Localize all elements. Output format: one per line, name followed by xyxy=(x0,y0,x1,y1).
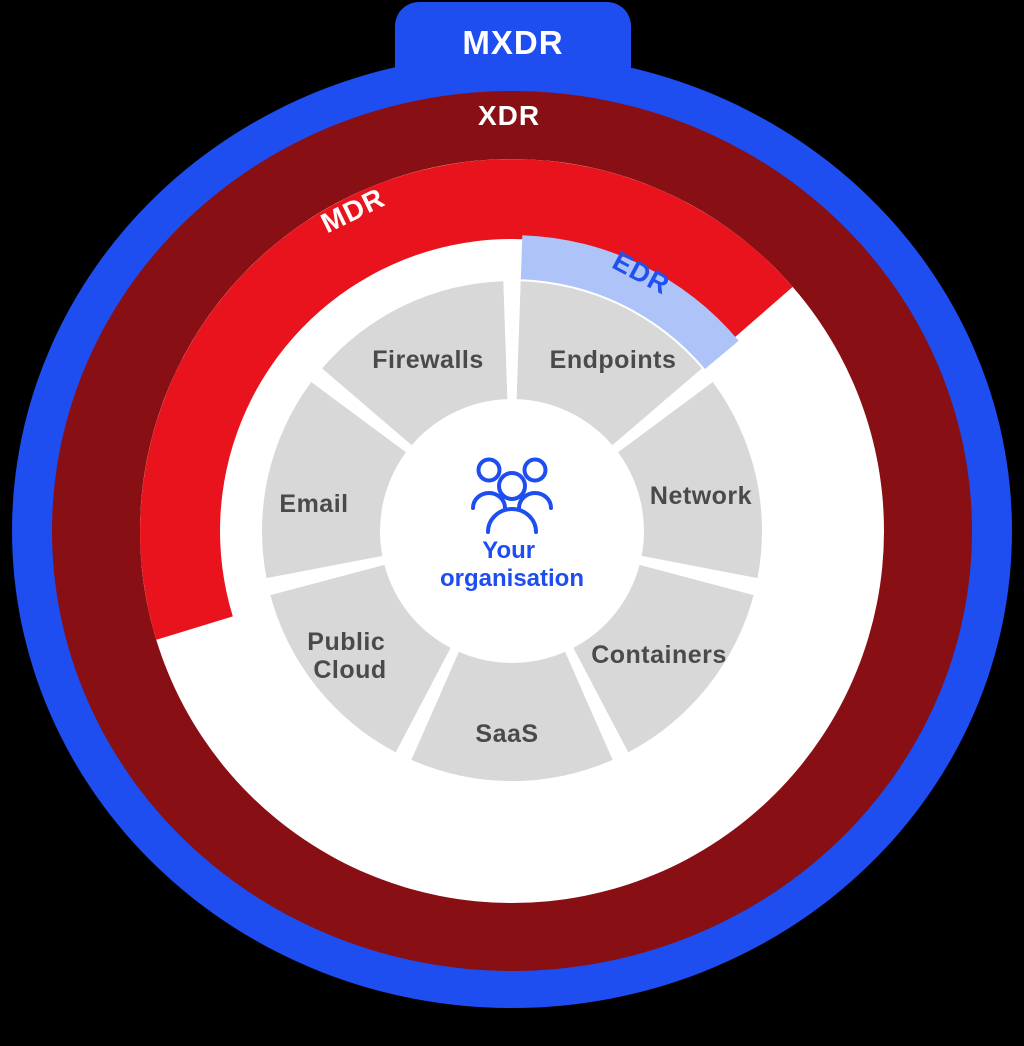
segment-email xyxy=(262,382,406,579)
segment-label-public-cloud-line1: Public xyxy=(307,628,385,656)
mxdr-label: MXDR xyxy=(462,24,563,61)
person-shoulders xyxy=(471,491,507,510)
segment-firewalls xyxy=(322,281,508,446)
segment-label-endpoints: Endpoints xyxy=(550,346,677,374)
organisation-label-line2: organisation xyxy=(440,565,584,592)
person-head xyxy=(522,457,548,483)
segment-label-network: Network xyxy=(650,482,752,510)
people-group-icon xyxy=(471,457,553,534)
organisation-center: Your organisation xyxy=(440,457,584,592)
mdr-arc xyxy=(140,159,793,640)
person-head xyxy=(497,471,527,501)
segment-label-public-cloud: Public Cloud xyxy=(307,628,392,684)
organisation-label: Your organisation xyxy=(440,537,584,592)
xdr-label: XDR xyxy=(478,100,540,131)
segment-endpoints xyxy=(516,281,702,446)
edr-arc xyxy=(520,235,739,369)
segment-saas xyxy=(411,651,613,782)
segment-public-cloud xyxy=(270,564,451,753)
person-shoulders-fill xyxy=(488,509,536,532)
segment-label-email: Email xyxy=(279,490,348,518)
person-head xyxy=(476,457,502,483)
organisation-label-line1: Your xyxy=(482,537,535,564)
segment-label-firewalls: Firewalls xyxy=(372,346,484,374)
person-shoulders xyxy=(486,507,538,534)
segments-ring xyxy=(262,281,762,782)
segment-network xyxy=(618,382,762,579)
person-shoulders xyxy=(517,491,553,510)
segment-label-public-cloud-line2: Cloud xyxy=(313,656,386,684)
segment-containers xyxy=(573,564,754,753)
segment-labels: Firewalls Endpoints Network Containers S… xyxy=(279,346,752,748)
segment-label-containers: Containers xyxy=(591,641,727,669)
segment-label-saas: SaaS xyxy=(475,720,538,748)
